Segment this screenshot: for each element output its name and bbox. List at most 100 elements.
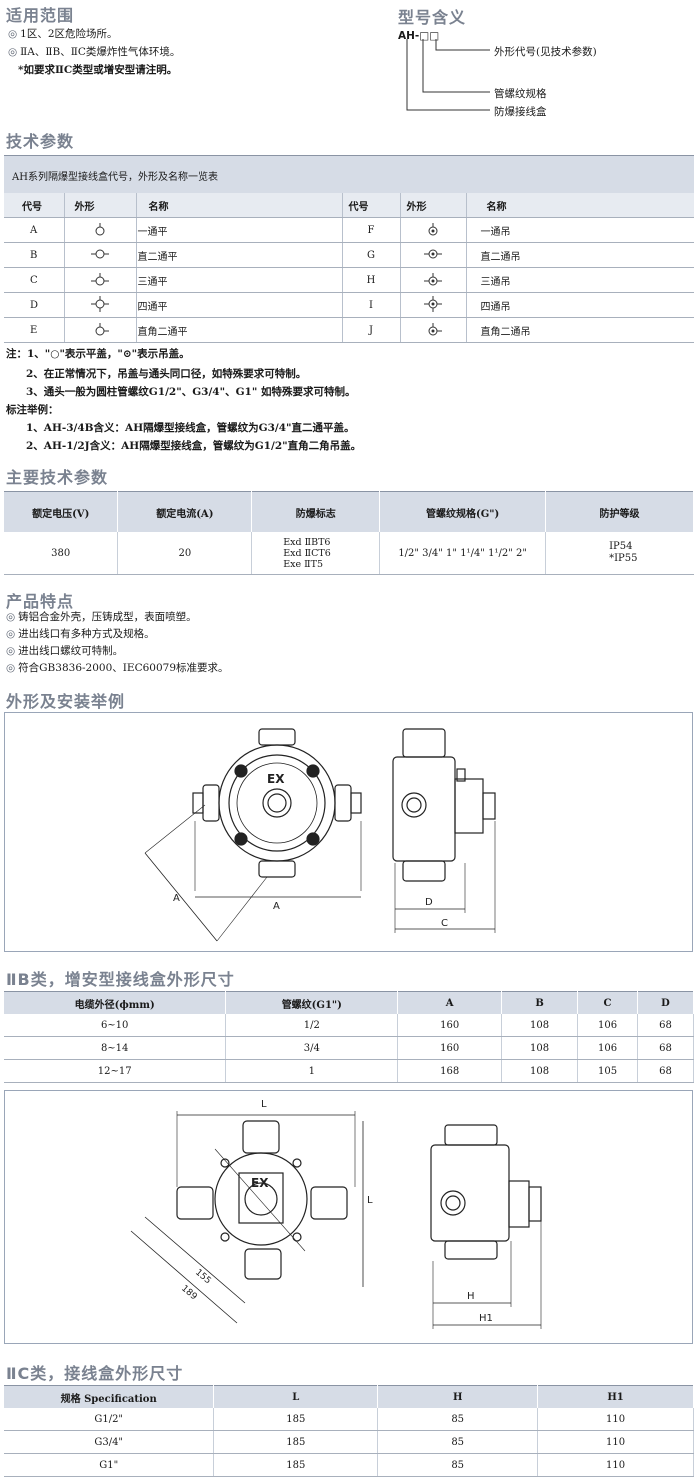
voltage-value: 380 xyxy=(4,532,119,575)
cell: 8~14 xyxy=(4,1036,227,1060)
install-title: 外形及安装举例 xyxy=(6,692,126,711)
protection-1: IP54 xyxy=(609,541,633,552)
shape-c-icon xyxy=(63,267,136,293)
protection-2: *IP55 xyxy=(609,553,638,564)
name-cell: 一通吊 xyxy=(465,217,694,243)
hdr-a: A xyxy=(397,991,503,1014)
name-cell: 四通吊 xyxy=(465,292,694,318)
model-label-shape: 外形代号(见技术参数) xyxy=(494,46,597,58)
hdr-name-r: 名称 xyxy=(465,193,694,218)
hdr-name-l: 名称 xyxy=(135,193,342,218)
table-row: D 四通平 I 四通吊 xyxy=(4,292,694,318)
note-example-1: 1、AH-3/4B含义：AH隔爆型接线盒，管螺纹为G3/4"直二通平盖。 xyxy=(26,422,355,434)
cell: 185 xyxy=(213,1408,379,1431)
hdr-h: H xyxy=(377,1385,539,1408)
feature-line-4: ◎符合GB3836-2000、IEC60079标准要求。 xyxy=(6,662,229,674)
protection-cell: IP54 *IP55 xyxy=(545,532,694,575)
drawing2-dim-155: 155 xyxy=(193,1268,213,1287)
cell: G3/4" xyxy=(4,1430,215,1454)
model-label-box: 防爆接线盒 xyxy=(494,106,547,118)
cell: 108 xyxy=(501,1036,579,1060)
code-cell: F xyxy=(341,217,400,243)
junction-box-drawing-2: EX L L 155 189 H H1 xyxy=(130,1099,542,1329)
scope-line-1: ◎1区、2区危险场所。 xyxy=(8,28,118,40)
cell: 6~10 xyxy=(4,1014,227,1037)
shape-j-icon xyxy=(399,317,466,343)
cell: 185 xyxy=(213,1453,379,1477)
cell: 68 xyxy=(637,1059,694,1083)
shape-i-icon xyxy=(399,292,466,318)
code-cell: I xyxy=(341,292,400,318)
features-title: 产品特点 xyxy=(6,592,75,611)
drawing2-dim-h1: H1 xyxy=(479,1313,493,1324)
code-cell: A xyxy=(4,217,64,243)
cell: 85 xyxy=(377,1453,539,1477)
drawing2-dim-189: 189 xyxy=(179,1284,199,1303)
cell: 105 xyxy=(577,1059,639,1083)
shape-a-icon xyxy=(63,217,136,243)
table-row: C 三通平 H 三通吊 xyxy=(4,267,694,293)
code-table-caption: AH系列隔爆型接线盒代号，外形及名称一览表 xyxy=(12,172,218,183)
name-cell: 四通平 xyxy=(135,292,342,318)
drawing1-dim-a: A xyxy=(273,901,280,912)
model-code: AH-□□ xyxy=(398,30,440,42)
ex-mark-2: Exd ⅡCT6 xyxy=(283,547,331,559)
shape-g-icon xyxy=(399,242,466,268)
drawing2-ex-label: EX xyxy=(251,1176,269,1190)
cell: 68 xyxy=(637,1014,694,1037)
shape-h-icon xyxy=(399,267,466,293)
scope-line-2: ◎ⅡA、ⅡB、ⅡC类爆炸性气体环境。 xyxy=(8,46,181,58)
current-value: 20 xyxy=(117,532,253,575)
junction-box-drawing-1: EX A A D C xyxy=(144,728,496,942)
cell: 106 xyxy=(577,1036,639,1060)
drawing2-dim-l-top: L xyxy=(261,1099,267,1110)
cell: 12~17 xyxy=(4,1059,227,1083)
drawing1-dim-d: D xyxy=(425,897,433,908)
cell: 108 xyxy=(501,1014,579,1037)
name-cell: 三通平 xyxy=(135,267,342,293)
code-cell: J xyxy=(341,317,400,343)
cell: 85 xyxy=(377,1408,539,1431)
code-cell: H xyxy=(341,267,400,293)
install-drawing-2: EX L L 155 189 H H1 xyxy=(4,1090,693,1344)
hdr-code-r: 代号 xyxy=(341,193,400,218)
name-cell: 直角二通吊 xyxy=(465,317,694,343)
hdr-thread: 管螺纹规格(G") xyxy=(379,491,547,532)
shape-d-icon xyxy=(63,292,136,318)
cell: 160 xyxy=(397,1014,503,1037)
drawing2-dim-l-side: L xyxy=(367,1195,373,1206)
iib-title: ⅡB类，增安型接线盒外形尺寸 xyxy=(6,970,235,989)
name-cell: 直二通吊 xyxy=(465,242,694,268)
feature-line-2: ◎进出线口有多种方式及规格。 xyxy=(6,628,155,640)
cell: 108 xyxy=(501,1059,579,1083)
main-params-title: 主要技术参数 xyxy=(6,468,109,487)
shape-e-icon xyxy=(63,317,136,343)
code-cell: D xyxy=(4,292,64,318)
scope-title: 适用范围 xyxy=(6,6,75,25)
feature-line-1: ◎铸铝合金外壳，压铸成型，表面喷塑。 xyxy=(6,611,197,623)
drawing1-dim-a-diag: A xyxy=(173,893,180,904)
model-leader-lines xyxy=(406,39,490,111)
tech-title: 技术参数 xyxy=(6,132,75,151)
name-cell: 一通平 xyxy=(135,217,342,243)
iic-title: ⅡC类，接线盒外形尺寸 xyxy=(6,1364,184,1383)
ex-mark-cell: Exd ⅡBT6 Exd ⅡCT6 Exe ⅡT5 xyxy=(251,532,381,575)
model-title: 型号含义 xyxy=(398,8,467,27)
scope-note: *如要求ⅡC类型或增安型请注明。 xyxy=(18,64,178,76)
hdr-protection: 防护等级 xyxy=(545,491,694,532)
shape-b-icon xyxy=(63,242,136,268)
feature-line-3: ◎进出线口螺纹可特制。 xyxy=(6,645,124,657)
main-params-header: 额定电压(V) 额定电流(A) 防爆标志 管螺纹规格(G") 防护等级 xyxy=(4,491,694,532)
hdr-d: D xyxy=(637,991,694,1014)
shape-f-icon xyxy=(399,217,466,243)
code-cell: B xyxy=(4,242,64,268)
iic-header: 规格 Specification L H H1 xyxy=(4,1385,694,1408)
table-row: E 直角二通平 J 直角二通吊 xyxy=(4,317,694,343)
hdr-voltage: 额定电压(V) xyxy=(4,491,119,532)
thread-value: 1/2" 3/4" 1" 1¹/4" 1¹/2" 2" xyxy=(379,532,547,575)
